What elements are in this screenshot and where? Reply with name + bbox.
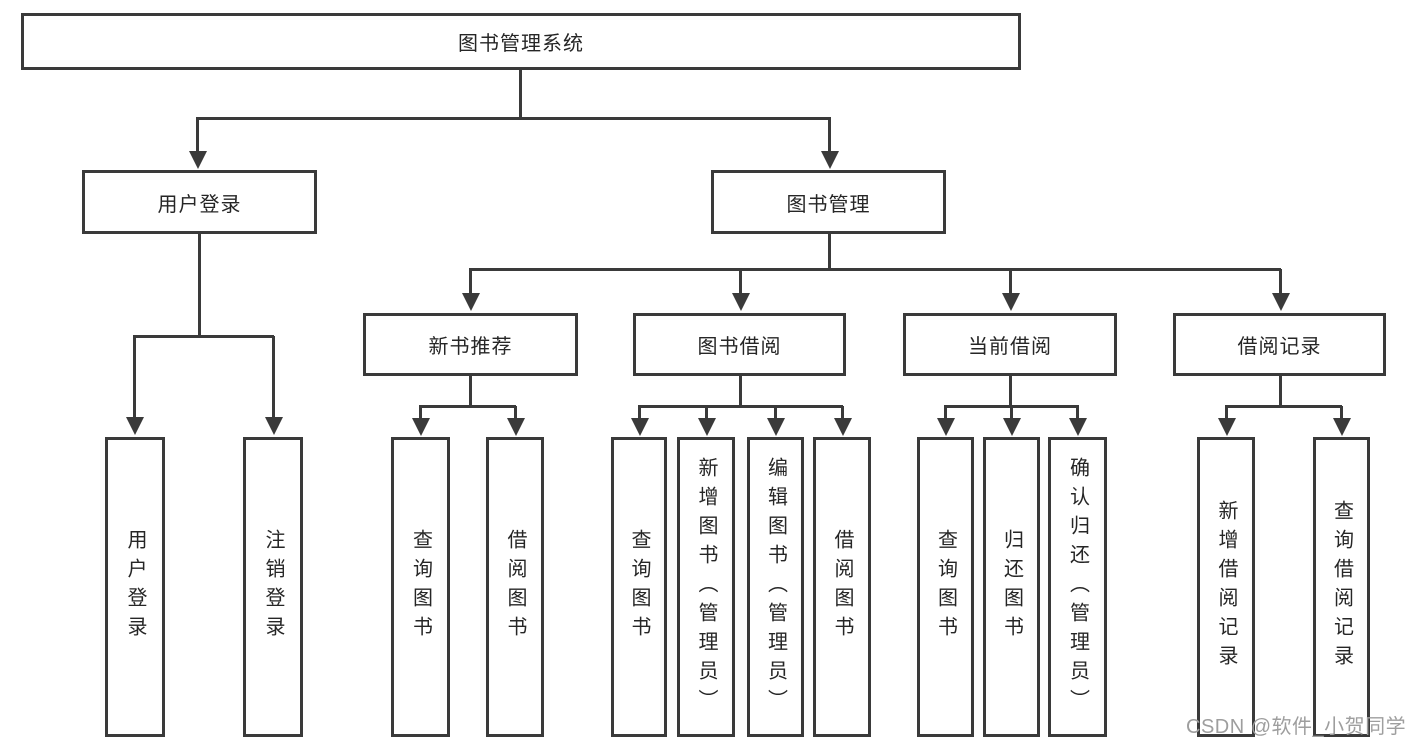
connector-root-stem — [519, 70, 522, 118]
node-new-books-label: 新书推荐 — [428, 336, 513, 358]
arrow-to-borrowing-add — [705, 406, 708, 418]
connector-borrow-records-stem — [1279, 376, 1282, 407]
connector-borrow-records-hline — [1225, 405, 1342, 408]
connector-user-login-stem — [198, 234, 201, 337]
leaf-user-login: 用户登录 — [105, 437, 165, 737]
connector-book-borrowing-hline — [638, 405, 843, 408]
node-book-borrowing: 图书借阅 — [633, 313, 846, 376]
leaf-records-query: 查询借阅记录 — [1313, 437, 1370, 737]
leaf-records-add: 新增借阅记录 — [1197, 437, 1255, 737]
arrow-to-leaf-logout — [272, 336, 275, 417]
leaf-borrowing-borrow-label: 借阅图书 — [831, 529, 853, 645]
leaf-current-confirm-return: 确认归还（管理员） — [1048, 437, 1107, 737]
node-root-label: 图书管理系统 — [458, 33, 584, 55]
node-book-management: 图书管理 — [711, 170, 946, 234]
arrow-to-leaf-user-login — [133, 336, 136, 417]
leaf-borrowing-edit: 编辑图书（管理员） — [747, 437, 804, 737]
leaf-logout: 注销登录 — [243, 437, 303, 737]
connector-root-hline — [196, 117, 831, 120]
node-book-management-label: 图书管理 — [786, 193, 871, 216]
connector-user-login-hline — [133, 335, 274, 338]
leaf-user-login-label: 用户登录 — [124, 529, 146, 645]
leaf-borrowing-query: 查询图书 — [611, 437, 667, 737]
arrow-to-borrowing-borrow — [841, 406, 844, 418]
leaf-borrowing-query-label: 查询图书 — [628, 529, 650, 645]
node-new-books: 新书推荐 — [363, 313, 578, 376]
connector-new-books-hline — [419, 405, 516, 408]
leaf-newbooks-query: 查询图书 — [391, 437, 450, 737]
leaf-borrowing-add-label: 新增图书（管理员） — [695, 456, 717, 718]
node-current-borrowing: 当前借阅 — [903, 313, 1117, 376]
node-user-login: 用户登录 — [82, 170, 317, 234]
arrow-to-current-return — [1010, 406, 1013, 418]
connector-current-borrowing-stem — [1009, 376, 1012, 407]
arrow-to-book-management — [828, 118, 831, 151]
leaf-newbooks-borrow: 借阅图书 — [486, 437, 544, 737]
arrow-to-borrow-records — [1279, 269, 1282, 293]
node-borrow-records: 借阅记录 — [1173, 313, 1386, 376]
leaf-borrowing-add: 新增图书（管理员） — [677, 437, 735, 737]
arrow-to-current-query — [944, 406, 947, 418]
leaf-current-return-label: 归还图书 — [1000, 529, 1023, 645]
arrow-to-borrowing-query — [638, 406, 641, 418]
leaf-current-query-label: 查询图书 — [934, 529, 957, 645]
arrow-to-current-borrowing — [1009, 269, 1012, 293]
leaf-newbooks-query-label: 查询图书 — [409, 529, 432, 645]
node-borrow-records-label: 借阅记录 — [1237, 336, 1322, 358]
arrow-to-records-add — [1225, 406, 1228, 418]
arrow-to-records-query — [1340, 406, 1343, 418]
arrow-to-newbooks-borrow — [514, 406, 517, 418]
arrow-to-newbooks-query — [419, 406, 422, 418]
csdn-watermark: CSDN @软件_小贺同学 — [1186, 716, 1405, 738]
leaf-borrowing-edit-label: 编辑图书（管理员） — [764, 456, 787, 718]
node-root: 图书管理系统 — [21, 13, 1021, 70]
connector-book-mgmt-stem — [828, 234, 831, 271]
connector-new-books-stem — [469, 376, 472, 407]
leaf-current-return: 归还图书 — [983, 437, 1040, 737]
node-user-login-label: 用户登录 — [157, 193, 242, 216]
leaf-borrowing-borrow: 借阅图书 — [813, 437, 871, 737]
leaf-records-add-label: 新增借阅记录 — [1215, 500, 1237, 674]
leaf-current-confirm-return-label: 确认归还（管理员） — [1066, 456, 1089, 718]
node-book-borrowing-label: 图书借阅 — [697, 336, 782, 358]
arrow-to-new-books — [469, 269, 472, 293]
arrow-to-user-login — [196, 118, 199, 151]
arrow-to-borrowing-edit — [774, 406, 777, 418]
arrow-to-current-confirm — [1076, 406, 1079, 418]
arrow-to-book-borrowing — [739, 269, 742, 293]
leaf-newbooks-borrow-label: 借阅图书 — [504, 529, 526, 645]
leaf-current-query: 查询图书 — [917, 437, 974, 737]
connector-book-borrowing-stem — [739, 376, 742, 407]
leaf-logout-label: 注销登录 — [262, 529, 284, 645]
leaf-records-query-label: 查询借阅记录 — [1330, 500, 1353, 674]
connector-book-mgmt-hline — [469, 268, 1281, 271]
node-current-borrowing-label: 当前借阅 — [968, 336, 1052, 358]
